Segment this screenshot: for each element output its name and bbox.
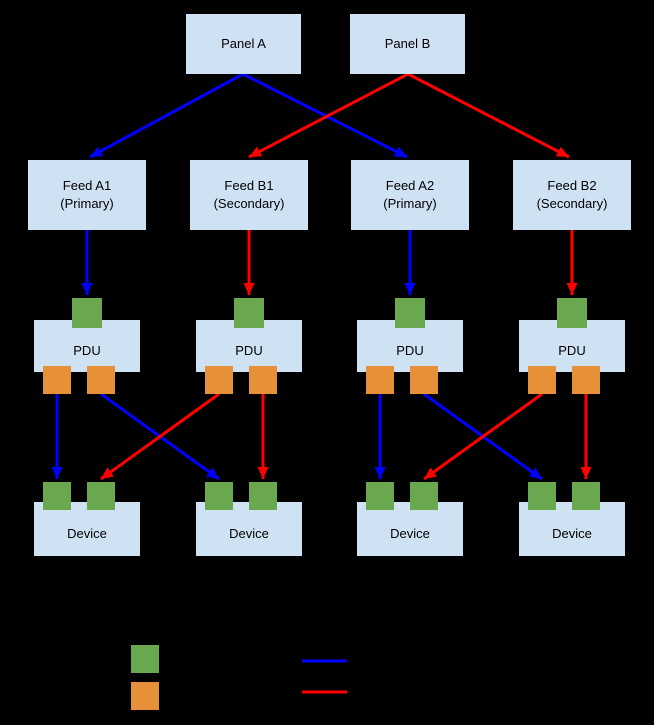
pdu-4-label: PDU (558, 343, 586, 358)
panel-b-node: Panel B (350, 14, 465, 74)
device-4-node: Device (519, 502, 625, 556)
device-2-power-input-port-left (205, 482, 233, 510)
device-3-power-input-port-left (366, 482, 394, 510)
panel-a-label: Panel A (221, 36, 266, 51)
panel-a-node: Panel A (186, 14, 301, 74)
pdu-2-power-output-port-left (205, 366, 233, 394)
pdu-2-label: PDU (235, 343, 263, 358)
pdu-4-power-output-port-left (528, 366, 556, 394)
feed-b1-sublabel: (Secondary) (213, 196, 285, 211)
feed-b1-node: Feed B1 (Secondary) (190, 160, 308, 230)
pdu-4-power-output-port-right (572, 366, 600, 394)
pdu-1-label: PDU (73, 343, 101, 358)
pdu-3-power-output-port-right (410, 366, 438, 394)
pdu-2-node: PDU (196, 320, 302, 372)
device-2-node: Device (196, 502, 302, 556)
arrow-panel-b-to-feed-b1 (248, 72, 409, 159)
feed-a2-node: Feed A2 (Primary) (351, 160, 469, 230)
device-1-node: Device (34, 502, 140, 556)
pdu-3-power-input-port (395, 298, 425, 328)
device-1-label: Device (67, 526, 107, 541)
panel-b-label: Panel B (384, 36, 431, 51)
arrow-panel-a-to-feed-a2 (242, 72, 408, 159)
device-3-power-input-port-right (410, 482, 438, 510)
device-4-power-input-port-right (572, 482, 600, 510)
feed-a1-sublabel: (Primary) (60, 196, 114, 211)
pdu-4-power-input-port (557, 298, 587, 328)
arrow-panel-a-to-feed-a1 (89, 72, 244, 159)
device-2-label: Device (229, 526, 269, 541)
arrow-pdu2-to-device1 (100, 392, 220, 481)
arrow-pdu4-to-device3 (423, 392, 543, 481)
device-4-power-input-port-left (528, 482, 556, 510)
device-1-power-input-port-right (87, 482, 115, 510)
pdu-1-node: PDU (34, 320, 140, 372)
pdu-3-label: PDU (396, 343, 424, 358)
legend-output-swatch (131, 682, 159, 710)
pdu-2-power-input-port (234, 298, 264, 328)
device-3-node: Device (357, 502, 463, 556)
pdu-2-power-output-port-right (249, 366, 277, 394)
device-3-label: Device (390, 526, 430, 541)
feed-b1-label: Feed B1 (224, 178, 274, 193)
pdu-1-power-input-port (72, 298, 102, 328)
feed-b2-sublabel: (Secondary) (536, 196, 608, 211)
device-2-power-input-port-right (249, 482, 277, 510)
feed-a2-sublabel: (Primary) (383, 196, 437, 211)
device-1-power-input-port-left (43, 482, 71, 510)
pdu-1-power-output-port-left (43, 366, 71, 394)
pdu-3-power-output-port-left (366, 366, 394, 394)
legend-input-swatch (131, 645, 159, 673)
pdu-4-node: PDU (519, 320, 625, 372)
feed-a2-label: Feed A2 (385, 178, 435, 193)
pdu-3-node: PDU (357, 320, 463, 372)
feed-a1-label: Feed A1 (62, 178, 112, 193)
pdu-1-power-output-port-right (87, 366, 115, 394)
feed-b2-label: Feed B2 (547, 178, 597, 193)
feed-a1-node: Feed A1 (Primary) (28, 160, 146, 230)
feed-b2-node: Feed B2 (Secondary) (513, 160, 631, 230)
arrow-panel-b-to-feed-b2 (407, 72, 570, 159)
device-4-label: Device (552, 526, 592, 541)
